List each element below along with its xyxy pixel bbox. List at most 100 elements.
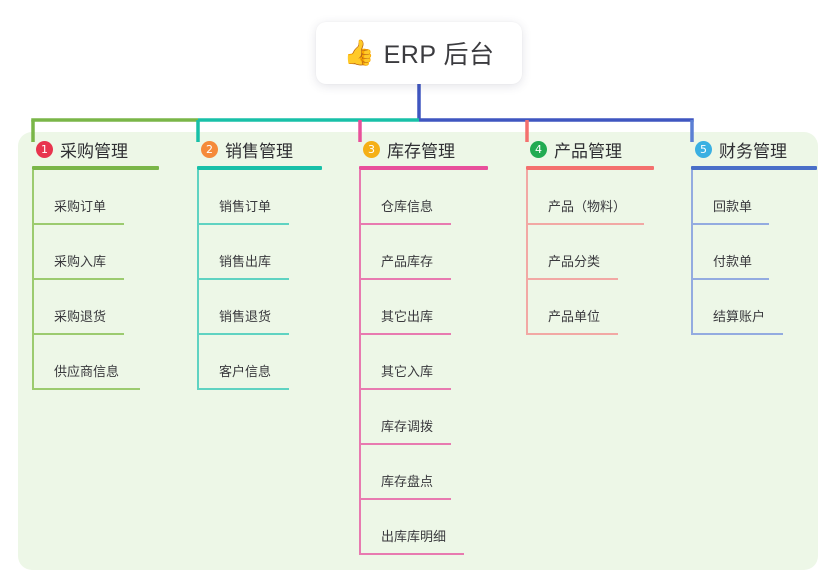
branch-items: 销售订单销售出库销售退货客户信息 [197,170,333,390]
leaf-item[interactable]: 供应商信息 [32,335,168,390]
diagram-panel [18,132,818,570]
branch-column: 4 产品管理产品（物料） 产品分类产品单位 [512,132,667,335]
branch-index-badge: 4 [530,140,547,158]
leaf-underline [359,553,464,555]
leaf-item[interactable]: 出库库明细 [359,500,505,555]
leaf-item-label: 结算账户 [713,309,766,324]
leaf-underline [359,223,451,225]
leaf-item[interactable]: 客户信息 [197,335,333,390]
leaf-item-label: 采购退货 [54,309,107,324]
branch-header[interactable]: 5 财务管理 [677,132,822,166]
branch-spine [359,170,361,555]
leaf-underline [359,498,451,500]
leaf-underline [359,333,451,335]
leaf-item[interactable]: 库存盘点 [359,445,505,500]
branch-title: 销售管理 [225,141,293,161]
leaf-underline [32,223,124,225]
branch-title: 产品管理 [554,141,622,161]
leaf-item[interactable]: 产品单位 [526,280,667,335]
leaf-underline [32,388,140,390]
branch-items: 产品（物料） 产品分类产品单位 [526,170,667,335]
leaf-underline [359,388,451,390]
branch-index-badge: 1 [36,140,53,158]
branch-header[interactable]: 1 采购管理 [18,132,168,166]
leaf-item-label: 销售出库 [219,254,272,269]
root-node[interactable]: 👍 ERP 后台 [316,22,522,84]
branch-underline [359,166,488,170]
branch-items: 采购订单采购入库采购退货供应商信息 [32,170,168,390]
branch-column: 5 财务管理回款单付款单结算账户 [677,132,822,335]
leaf-item-label: 产品库存 [381,254,434,269]
branch-title: 采购管理 [60,141,128,161]
leaf-item-label: 出库库明细 [381,529,447,544]
leaf-item[interactable]: 回款单 [691,170,822,225]
leaf-item-label: 仓库信息 [381,199,434,214]
leaf-item[interactable]: 采购入库 [32,225,168,280]
leaf-item-label: 库存盘点 [381,474,434,489]
leaf-underline [197,223,289,225]
leaf-item-label: 产品（物料） [548,199,627,214]
leaf-item[interactable]: 销售订单 [197,170,333,225]
branch-column: 1 采购管理采购订单采购入库采购退货供应商信息 [18,132,168,390]
branch-index-badge: 5 [695,140,712,158]
leaf-item[interactable]: 产品（物料） [526,170,667,225]
leaf-underline [691,333,783,335]
branch-index-badge: 2 [201,140,218,158]
branch-spine [32,170,34,390]
leaf-item-label: 供应商信息 [54,364,120,379]
branch-header[interactable]: 4 产品管理 [512,132,667,166]
leaf-item-label: 销售订单 [219,199,272,214]
branch-underline [32,166,159,170]
leaf-item[interactable]: 采购订单 [32,170,168,225]
branch-underline [526,166,654,170]
branch-items: 仓库信息产品库存其它出库其它入库库存调拨库存盘点出库库明细 [359,170,505,555]
leaf-item-label: 回款单 [713,199,753,214]
leaf-underline [197,388,289,390]
branch-columns: 1 采购管理采购订单采购入库采购退货供应商信息 2 销售管理销售订单销售出库销售退货客… [18,132,818,570]
leaf-item[interactable]: 仓库信息 [359,170,505,225]
leaf-item[interactable]: 其它入库 [359,335,505,390]
leaf-item-label: 库存调拨 [381,419,434,434]
leaf-item[interactable]: 销售出库 [197,225,333,280]
thumbs-up-icon: 👍 [343,38,375,67]
branch-underline [197,166,322,170]
leaf-underline [526,223,644,225]
leaf-item[interactable]: 产品库存 [359,225,505,280]
leaf-item[interactable]: 付款单 [691,225,822,280]
leaf-item-label: 采购入库 [54,254,107,269]
leaf-underline [359,443,451,445]
branch-header[interactable]: 2 销售管理 [183,132,333,166]
branch-column: 3 库存管理仓库信息产品库存其它出库其它入库库存调拨库存盘点出库库明细 [345,132,505,555]
leaf-underline [197,278,289,280]
leaf-item-label: 客户信息 [219,364,272,379]
branch-underline [691,166,817,170]
leaf-item[interactable]: 库存调拨 [359,390,505,445]
leaf-item-label: 付款单 [713,254,753,269]
leaf-underline [691,278,769,280]
leaf-item-label: 其它入库 [381,364,434,379]
leaf-underline [691,223,769,225]
leaf-item-label: 销售退货 [219,309,272,324]
leaf-underline [32,278,124,280]
leaf-item[interactable]: 其它出库 [359,280,505,335]
branch-title: 库存管理 [387,141,455,161]
leaf-item[interactable]: 销售退货 [197,280,333,335]
leaf-item[interactable]: 产品分类 [526,225,667,280]
leaf-item-label: 其它出库 [381,309,434,324]
branch-column: 2 销售管理销售订单销售出库销售退货客户信息 [183,132,333,390]
branch-title: 财务管理 [719,141,787,161]
leaf-item-label: 产品分类 [548,254,601,269]
branch-spine [526,170,528,335]
leaf-item[interactable]: 结算账户 [691,280,822,335]
branch-header[interactable]: 3 库存管理 [345,132,505,166]
leaf-underline [359,278,451,280]
leaf-underline [197,333,289,335]
leaf-item-label: 采购订单 [54,199,107,214]
branch-index-badge: 3 [363,140,380,158]
root-node-title: ERP 后台 [383,41,495,69]
branch-spine [197,170,199,390]
leaf-underline [526,278,618,280]
leaf-underline [32,333,124,335]
leaf-item[interactable]: 采购退货 [32,280,168,335]
leaf-item-label: 产品单位 [548,309,601,324]
